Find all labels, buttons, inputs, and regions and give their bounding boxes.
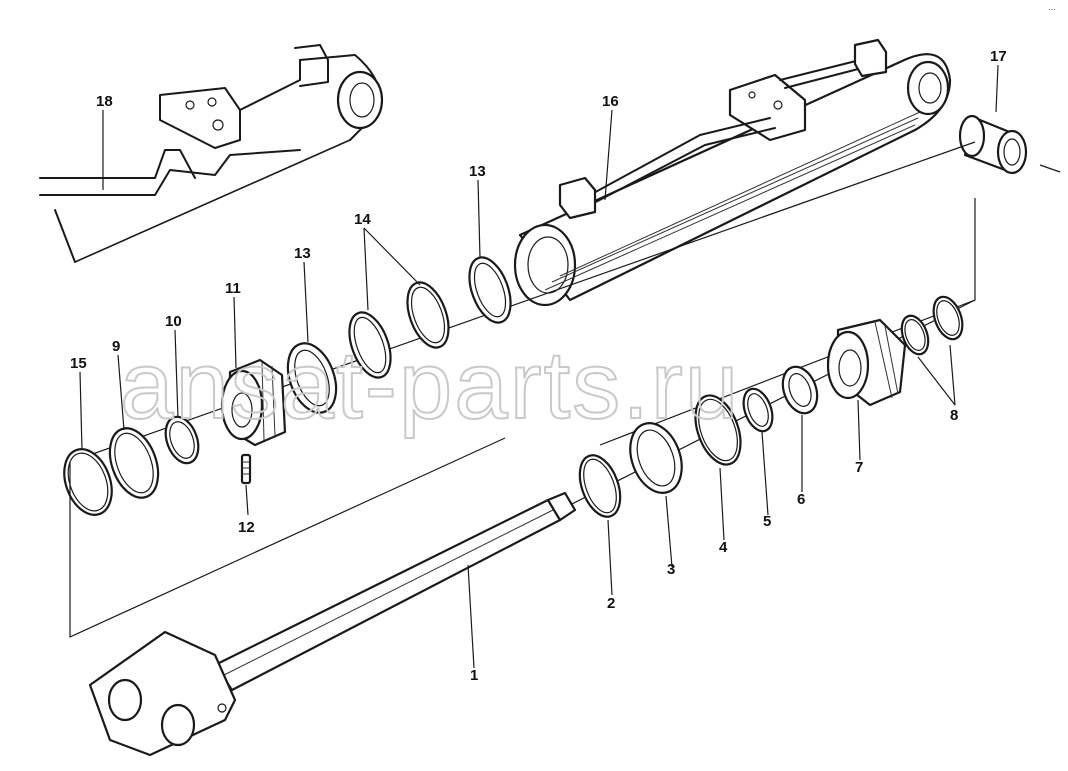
watermark-text: ansat-parts.ru xyxy=(120,332,740,439)
callout-9: 9 xyxy=(112,338,120,355)
callout-14: 14 xyxy=(354,211,371,228)
part-17-ring xyxy=(63,448,113,516)
corner-mark: … xyxy=(1048,3,1056,12)
callout-1: 1 xyxy=(470,667,478,684)
callout-3: 3 xyxy=(667,561,675,578)
part-11-piston xyxy=(220,358,287,447)
part-13-seal-ring-lower xyxy=(286,342,338,414)
callout-18: 18 xyxy=(96,93,113,110)
callout-4: 4 xyxy=(719,539,728,556)
part-9-ring xyxy=(108,427,160,499)
part-18-cylinder-variant xyxy=(39,44,384,263)
callout-7: 7 xyxy=(855,459,863,476)
part-12-set-screw xyxy=(240,453,252,485)
part-4-o-ring xyxy=(694,394,742,466)
part-3-guide-ring xyxy=(629,422,683,494)
part-1-piston-rod xyxy=(88,491,577,757)
callout-8: 8 xyxy=(950,407,958,424)
callout-11: 11 xyxy=(225,280,241,297)
callout-15: 16 xyxy=(602,93,619,110)
callout-10: 10 xyxy=(165,313,182,330)
callout-13-lower: 13 xyxy=(294,245,311,262)
part-2-ring xyxy=(578,454,622,518)
part-8-rings xyxy=(900,295,964,356)
part-16-bushing xyxy=(958,114,1028,175)
callout-5: 5 xyxy=(763,513,771,530)
callout-17: 15 xyxy=(70,355,87,372)
callout-6: 6 xyxy=(797,491,805,508)
part-13-seal-ring-upper xyxy=(468,256,512,324)
part-5-ring xyxy=(742,387,774,433)
part-14-o-ring-pair xyxy=(348,281,450,379)
part-15-cylinder-tube xyxy=(513,38,952,307)
part-10-ring xyxy=(164,415,200,465)
leader-lines xyxy=(79,64,999,669)
callout-12: 12 xyxy=(238,519,255,536)
callout-16: 17 xyxy=(990,48,1007,65)
part-7-gland xyxy=(826,318,907,407)
callout-13-upper: 13 xyxy=(469,163,486,180)
callout-2: 2 xyxy=(607,595,615,612)
callout-labels: 18 16 17 13 14 13 11 10 9 15 12 1 2 3 4 … xyxy=(70,48,1007,684)
part-6-wiper-seal xyxy=(781,365,819,415)
